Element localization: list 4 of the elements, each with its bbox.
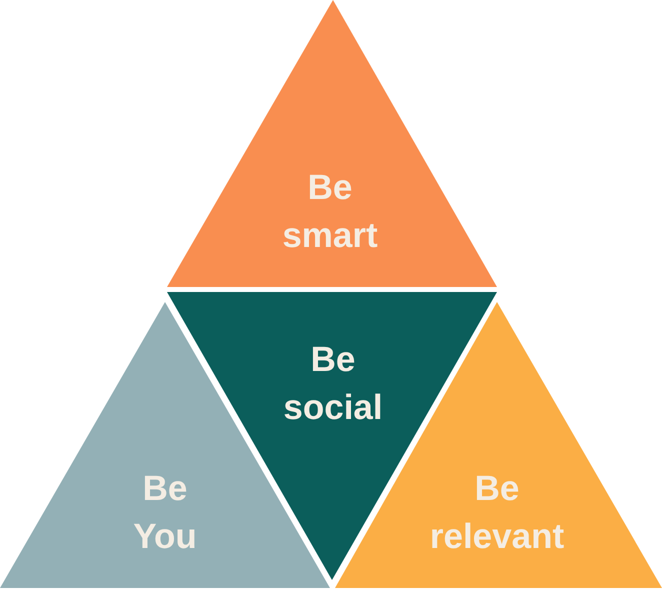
triangle-label: Be relevant <box>430 468 564 558</box>
triangle-label: Be social <box>283 339 383 429</box>
triangle-label: Be You <box>133 468 197 558</box>
triangle-label: Be smart <box>282 167 378 257</box>
